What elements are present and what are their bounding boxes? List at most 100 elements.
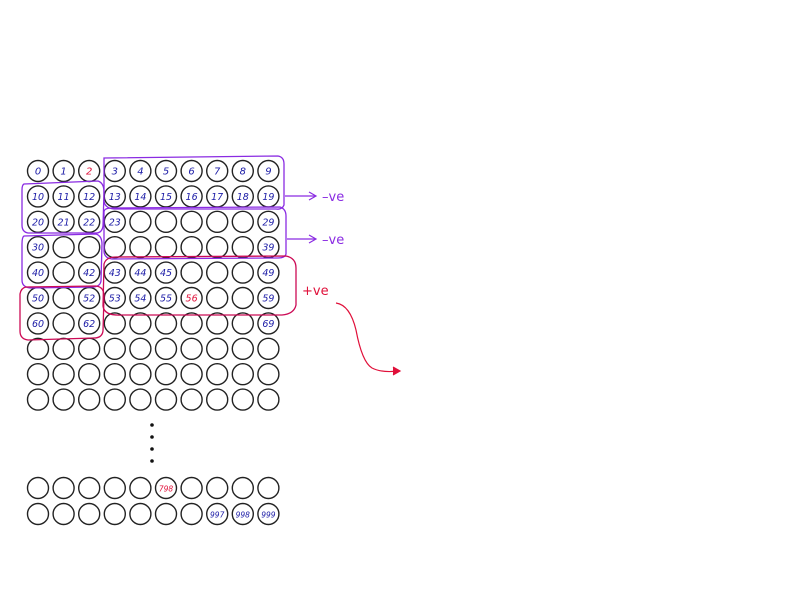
bottom-grid-cell <box>26 476 50 500</box>
grid-circle <box>77 388 101 411</box>
grid-circle <box>231 261 255 284</box>
grid-circle <box>205 337 229 360</box>
grid-circle <box>180 388 203 411</box>
grid-circle <box>52 286 75 310</box>
grid-cell <box>77 337 101 360</box>
grid-cell <box>231 337 255 360</box>
grid-cell: 52 <box>77 286 101 310</box>
negative-arrow-2 <box>287 234 318 244</box>
cell-number: 42 <box>83 268 95 279</box>
grid-cell <box>205 235 229 259</box>
grid-circle <box>231 210 255 234</box>
grid-circle <box>26 185 50 208</box>
grid-circle <box>154 388 178 411</box>
cell-number: 22 <box>83 217 95 228</box>
cell-number: 18 <box>237 192 249 203</box>
grid-circle <box>103 312 127 335</box>
grid-cell <box>231 286 255 310</box>
grid-circle <box>231 363 255 386</box>
grid-circle <box>103 502 127 526</box>
grid-cell <box>103 235 127 259</box>
cell-number: 60 <box>32 319 44 330</box>
grid-circle <box>129 337 152 360</box>
group-outline-left-upper <box>21 180 105 234</box>
grid-cell: 30 <box>26 235 50 259</box>
bottom-grid-cell: 998 <box>231 502 255 526</box>
cell-number: 45 <box>160 268 172 279</box>
grid-cell <box>26 337 50 360</box>
grid-cell <box>205 388 229 411</box>
cell-number: 2 <box>86 167 92 178</box>
grid-cell <box>180 388 203 411</box>
bottom-grid-cell <box>52 502 75 526</box>
grid-cell <box>257 363 280 386</box>
grid-circle <box>52 185 75 208</box>
grid-circle <box>154 337 178 360</box>
grid-cell <box>180 235 203 259</box>
grid-cell: 53 <box>103 286 127 310</box>
grid-circle <box>257 337 280 360</box>
grid-circle <box>180 159 203 183</box>
cell-number: 999 <box>261 511 276 520</box>
cell-number: 53 <box>109 294 121 305</box>
grid-cell: 42 <box>77 261 101 284</box>
grid-circle <box>77 363 101 386</box>
grid-cell: 59 <box>257 286 280 310</box>
grid-circle <box>257 476 280 500</box>
grid-cell: 69 <box>257 312 280 335</box>
cell-number: 29 <box>262 217 274 228</box>
grid-circle <box>26 388 50 411</box>
grid-cell: 55 <box>154 286 178 310</box>
cell-number: 43 <box>109 268 121 279</box>
grid-circle <box>103 476 127 500</box>
grid-cell <box>154 210 178 234</box>
group-outline-top-right <box>103 155 285 210</box>
grid-circle <box>129 312 152 335</box>
grid-cell <box>154 312 178 335</box>
grid-cell: 20 <box>26 210 50 234</box>
grid-circle <box>257 210 280 234</box>
grid-cell <box>103 337 127 360</box>
bottom-grid-cell: 997 <box>205 502 229 526</box>
grid-cell <box>129 363 152 386</box>
cell-number: 20 <box>32 217 44 228</box>
grid-circle <box>257 159 280 183</box>
grid-circle <box>257 261 280 284</box>
grid-cell <box>231 210 255 234</box>
grid-circle <box>26 363 50 386</box>
grid-circle <box>26 337 50 360</box>
grid-circle <box>231 235 255 259</box>
grid-cell: 56 <box>180 286 203 310</box>
grid-cell: 39 <box>257 235 280 259</box>
bottom-grid-cell <box>52 476 75 500</box>
grid-circle <box>129 159 152 183</box>
grid-circle <box>77 210 101 234</box>
cell-number: 998 <box>236 511 251 520</box>
grid-circle <box>52 388 75 411</box>
grid-cell <box>180 312 203 335</box>
grid-circle <box>154 261 178 284</box>
grid-cell: 17 <box>205 185 229 208</box>
grid-cell <box>231 388 255 411</box>
grid-cell <box>77 388 101 411</box>
grid-cell: 0 <box>26 159 50 183</box>
grid-cell: 14 <box>129 185 152 208</box>
bottom-grid-cell <box>77 476 101 500</box>
cell-number: 39 <box>262 243 274 254</box>
grid-circle <box>257 502 280 526</box>
grid-cell <box>231 235 255 259</box>
grid-cell <box>52 261 75 284</box>
grid-cell: 1 <box>52 159 75 183</box>
cell-number: 798 <box>159 485 174 494</box>
group-outline-left-lower <box>19 285 105 341</box>
grid-circle <box>154 159 178 183</box>
cell-number: 23 <box>109 217 121 228</box>
grid-circle <box>129 235 152 259</box>
grid-cell: 44 <box>129 261 152 284</box>
grid-cell: 13 <box>103 185 127 208</box>
grid-cell: 12 <box>77 185 101 208</box>
grid-cell <box>129 388 152 411</box>
grid-circle <box>231 286 255 310</box>
grid-cell: 10 <box>26 185 50 208</box>
grid-cell <box>52 388 75 411</box>
